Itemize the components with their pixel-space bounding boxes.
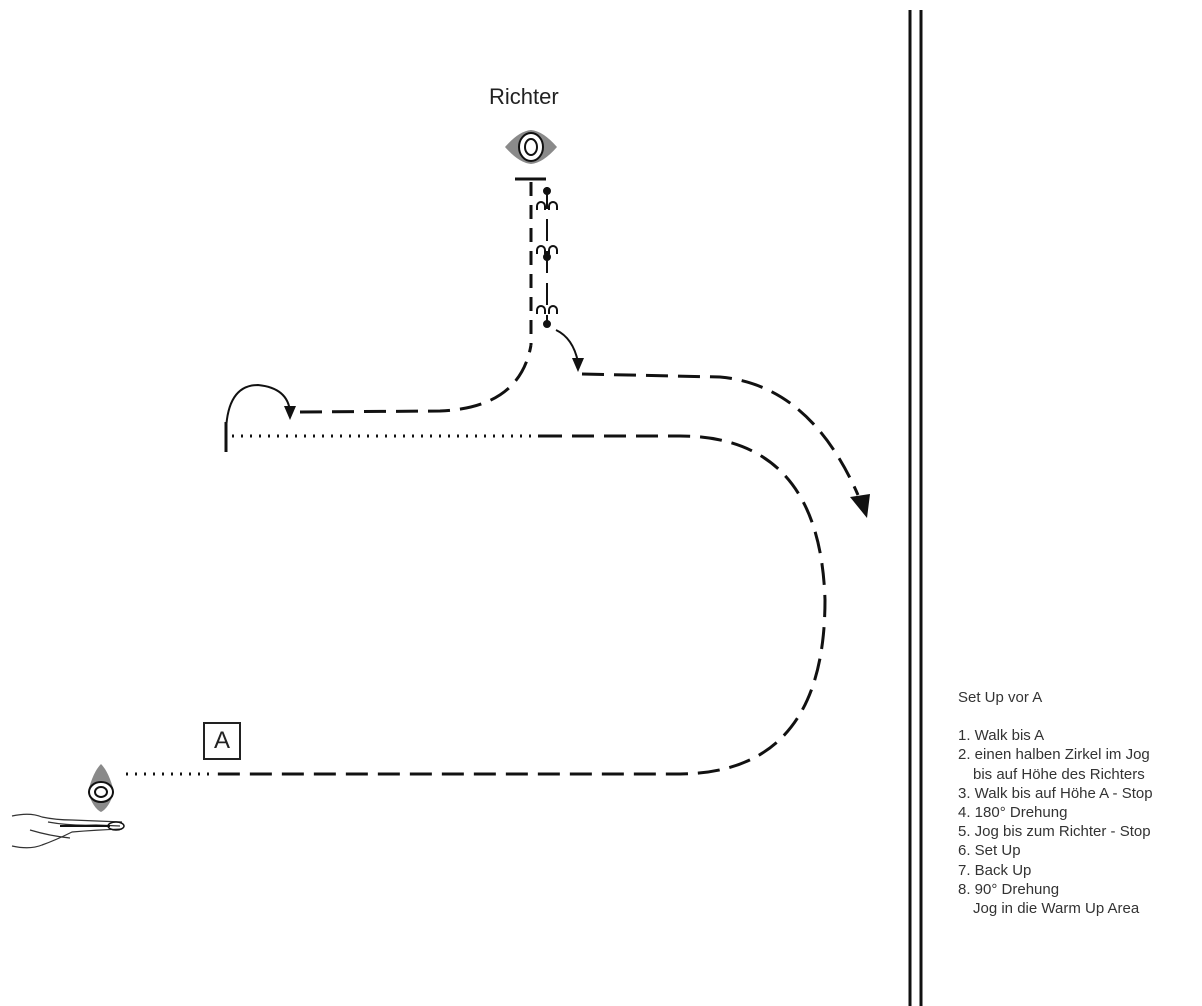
path-jog-after-turn xyxy=(299,344,533,414)
back-up-track xyxy=(536,187,558,328)
judge-label: Richter xyxy=(489,84,559,109)
legend-step: 5. Jog bis zum Richter - Stop xyxy=(958,823,1151,841)
arena-fence xyxy=(908,10,923,1006)
legend-step: Jog in die Warm Up Area xyxy=(973,900,1140,918)
warm-up-arrowhead xyxy=(850,494,870,518)
legend-step: 4. 180° Drehung xyxy=(958,804,1068,822)
rider-icon xyxy=(88,764,114,812)
judge-icon xyxy=(505,130,557,164)
pattern-legend: Set Up vor A 1. Walk bis A 2. einen halb… xyxy=(958,688,1153,918)
legend-step: 6. Set Up xyxy=(958,842,1021,860)
legend-steps: 1. Walk bis A 2. einen halben Zirkel im … xyxy=(958,726,1153,918)
legend-step: 7. Back Up xyxy=(958,861,1032,879)
horse-icon xyxy=(11,813,125,849)
legend-step: 3. Walk bis auf Höhe A - Stop xyxy=(958,784,1153,802)
legend-step: bis auf Höhe des Richters xyxy=(973,765,1145,783)
path-jog-warm-up xyxy=(581,372,860,496)
legend-step: 8. 90° Drehung xyxy=(958,880,1060,898)
turn-180-arrow xyxy=(225,383,296,431)
path-half-circle-jog xyxy=(215,434,827,776)
legend-heading: Set Up vor A xyxy=(958,689,1043,706)
turn-90-arrow xyxy=(555,329,584,372)
marker-a: A xyxy=(203,722,241,760)
legend-step: 2. einen halben Zirkel im Jog xyxy=(958,746,1150,764)
legend-step: 1. Walk bis A xyxy=(958,727,1045,745)
